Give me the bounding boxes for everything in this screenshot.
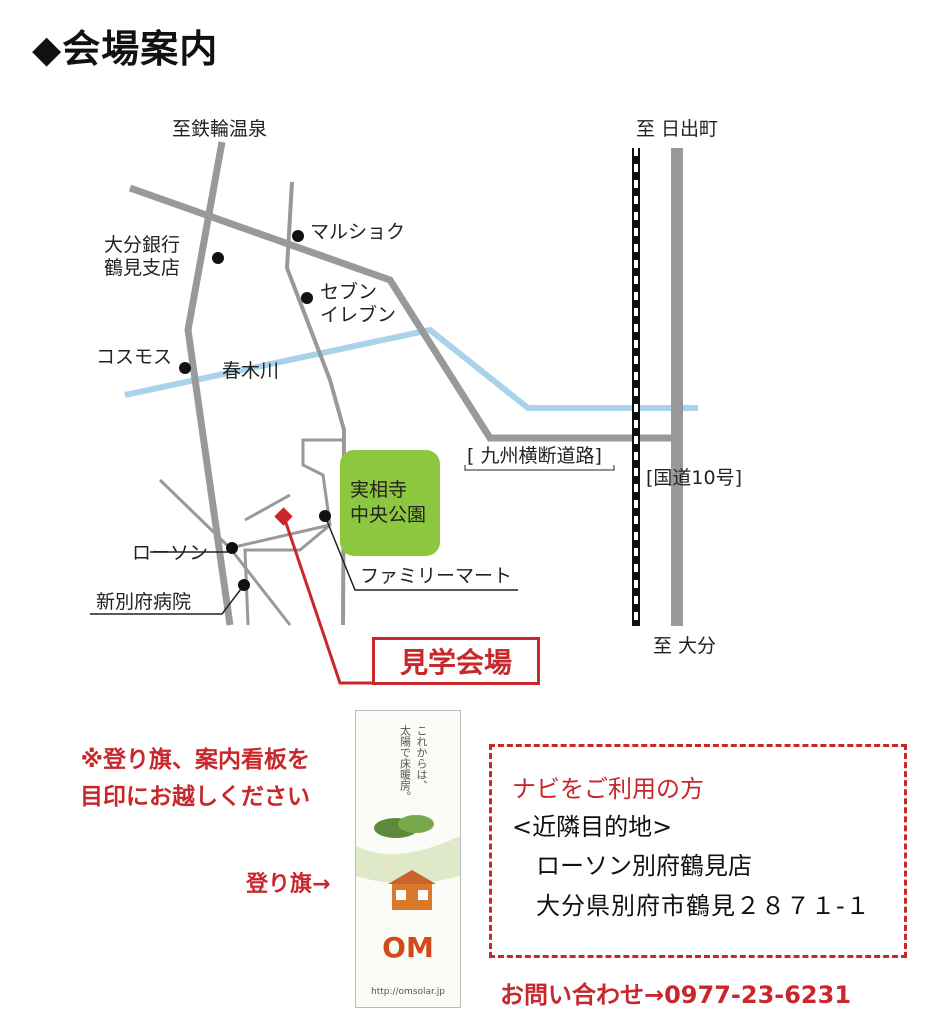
- direction-oita: 至 大分: [653, 635, 717, 657]
- seven-eleven-line1: セブン: [320, 281, 378, 303]
- familymart-leader: [324, 515, 518, 591]
- cosmos-dot: [179, 362, 191, 374]
- flag-note: ※登り旗、案内看板を 目印にお越しください: [80, 742, 310, 816]
- tetsuwa-road: [184, 141, 234, 626]
- lawson-label: ローソン: [132, 542, 209, 564]
- side-road-5: [229, 523, 331, 550]
- side-road-4: [244, 493, 291, 522]
- side-road-2: [243, 438, 343, 626]
- navigation-info-box: ナビをご利用の方 <近隣目的地> ローソン別府鶴見店 大分県別府市鶴見２８７１-…: [489, 744, 907, 958]
- contact-phone: お問い合わせ→0977-23-6231: [500, 981, 852, 1009]
- haruki-river: [124, 326, 698, 411]
- familymart-dot: [319, 510, 331, 522]
- venue-marker: [274, 507, 293, 526]
- direction-hinode: 至 日出町: [636, 118, 719, 140]
- oita-bank-line1: 大分銀行: [104, 234, 181, 256]
- flag-arrow-label: 登り旗→: [246, 872, 331, 897]
- navi-destination-heading: <近隣目的地>: [512, 813, 673, 841]
- banner-text: これからは、 太陽で床暖房。: [396, 725, 429, 802]
- banner-url: http://omsolar.jp: [370, 987, 445, 997]
- marushoku-label: マルショク: [310, 221, 406, 243]
- banner-text-line1: これからは、: [415, 725, 428, 791]
- hospital-label: 新別府病院: [96, 591, 192, 613]
- oita-bank-line2: 鶴見支店: [104, 256, 181, 279]
- banner-image: これからは、 太陽で床暖房。 OM http://omsolar.jp: [355, 710, 461, 1008]
- cosmos-label: コスモス: [96, 346, 173, 368]
- banner-text-line2: 太陽で床暖房。: [398, 725, 412, 802]
- seven-eleven-label: セブン イレブン: [320, 281, 396, 327]
- page-title: ◆会場案内: [32, 27, 219, 71]
- flag-note-line2: 目印にお越しください: [80, 783, 310, 810]
- river-label: 春木川: [222, 360, 280, 382]
- om-logo: OM: [382, 931, 434, 964]
- oita-bank-label: 大分銀行 鶴見支店: [104, 234, 180, 280]
- familymart-label: ファミリーマート: [360, 565, 513, 587]
- hospital-leader: [90, 584, 245, 615]
- jissoji-park: [340, 450, 440, 556]
- navi-destination-address: 大分県別府市鶴見２８７１-１: [536, 892, 871, 920]
- route10-label: [国道10号]: [646, 467, 743, 489]
- direction-tetsuwa: 至鉄輪温泉: [172, 118, 268, 140]
- seven-eleven-line2: イレブン: [320, 303, 397, 326]
- hospital-dot: [238, 579, 250, 591]
- venue-leader: [282, 516, 372, 685]
- park-label: 実相寺 中央公園: [350, 478, 426, 527]
- kyushu-odan-label: [ 九州横断道路]: [467, 445, 602, 467]
- navi-destination-name: ローソン別府鶴見店: [536, 852, 752, 880]
- park-line1: 実相寺: [350, 479, 408, 501]
- oita-bank-dot: [212, 252, 224, 264]
- seven-eleven-dot: [301, 292, 313, 304]
- banner-illustration: [356, 815, 460, 910]
- kyushu-odan-road: [128, 184, 672, 442]
- kyushu-label-bracket: [464, 465, 615, 471]
- lawson-dot: [226, 542, 238, 554]
- park-line2: 中央公園: [350, 503, 427, 526]
- flag-note-line1: ※登り旗、案内看板を: [80, 747, 310, 773]
- navi-title: ナビをご利用の方: [512, 775, 704, 803]
- venue-label: 見学会場: [372, 637, 540, 685]
- marushoku-dot: [292, 230, 304, 242]
